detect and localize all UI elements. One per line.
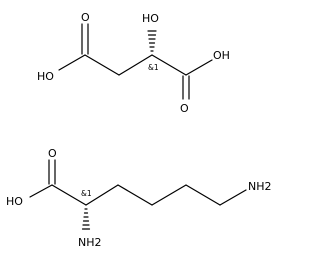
lysine-molecule: O HO &1 NH2 NH2 bbox=[6, 147, 272, 249]
atom-label-ho: HO bbox=[6, 195, 23, 208]
atom-label-oh-right: OH bbox=[213, 49, 230, 62]
bond-cg-cd bbox=[151, 184, 187, 206]
bond-cb-cg bbox=[117, 184, 153, 206]
bond-c1-ohleft bbox=[58, 54, 86, 71]
bond-c3-c4 bbox=[151, 54, 187, 76]
bond-cd-ce bbox=[185, 184, 221, 206]
atom-label-nh2-alpha: NH2 bbox=[78, 236, 102, 249]
bond-c4-ohright bbox=[185, 59, 213, 76]
bond-oh-c1 bbox=[29, 184, 53, 198]
bond-c1-ca bbox=[51, 184, 87, 206]
atom-label-o-right: O bbox=[180, 102, 189, 115]
bond-ca-cb bbox=[85, 184, 119, 206]
bond-c2-c3 bbox=[118, 54, 153, 76]
atom-label-ho-top: HO bbox=[142, 12, 159, 25]
atom-label-ho-left: HO bbox=[37, 70, 54, 83]
hashed-wedge-bond bbox=[81, 208, 91, 230]
malic-acid-molecule: HO O HO &1 OH O bbox=[37, 11, 230, 115]
bond-c1-c2 bbox=[84, 54, 120, 76]
bond-ce-nh2 bbox=[219, 189, 247, 206]
structure-canvas: HO O HO &1 OH O O HO &1 NH2 NH bbox=[6, 11, 272, 249]
chemical-structure-diagram: HO O HO &1 OH O O HO &1 NH2 NH bbox=[6, 11, 272, 249]
atom-label-o-top: O bbox=[48, 147, 57, 160]
stereo-label: &1 bbox=[81, 189, 92, 198]
stereo-label: &1 bbox=[148, 63, 159, 72]
atom-label-o-left: O bbox=[81, 11, 90, 24]
hashed-wedge-bond bbox=[147, 30, 157, 52]
atom-label-nh2-end: NH2 bbox=[248, 180, 272, 193]
